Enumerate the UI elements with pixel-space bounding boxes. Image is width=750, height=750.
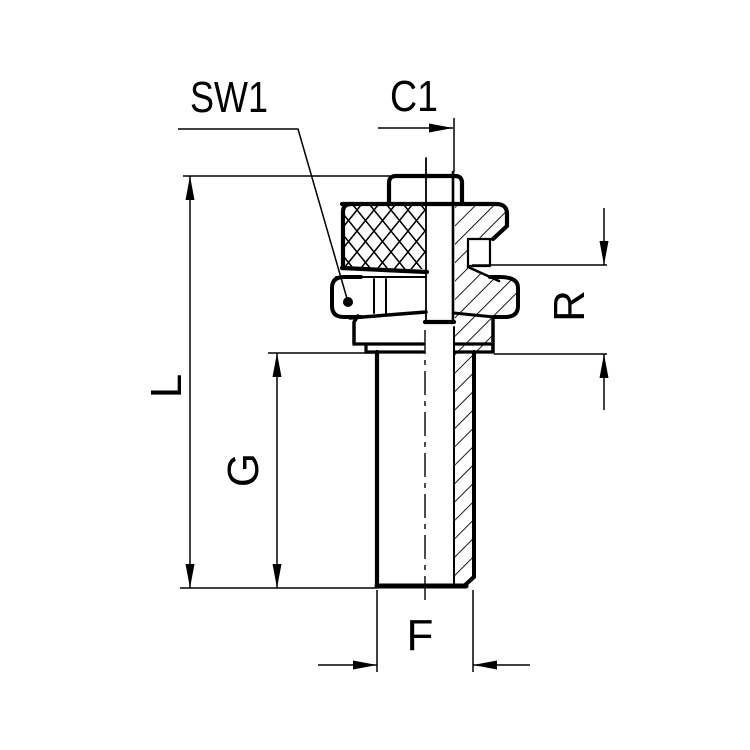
arrow-f-right (353, 660, 377, 670)
knurl-left-edge (340, 201, 354, 271)
dimension-labels: SW1 C1 L G R F (142, 72, 594, 660)
label-l: L (142, 374, 191, 398)
label-sw1: SW1 (190, 73, 268, 122)
label-r: R (545, 290, 594, 322)
hex-bottom-right (452, 311, 496, 319)
arrow-r-down (599, 241, 609, 265)
thread-gap-notch (466, 238, 492, 268)
leader-dot-sw1 (343, 297, 353, 307)
hex-bulge-left (330, 275, 363, 319)
tube-body (426, 157, 453, 322)
nut-inner-edge (466, 237, 495, 268)
arrow-l-down (185, 564, 195, 588)
arrow-r-up (599, 354, 609, 378)
label-f: F (407, 611, 434, 660)
stem-right-edge (462, 350, 476, 588)
arrow-g-up (272, 353, 282, 377)
dimension-lines (178, 118, 607, 672)
arrow-l-up (185, 176, 195, 200)
arrow-f-left (473, 660, 497, 670)
dimension-arrows (185, 123, 609, 670)
label-g: G (219, 453, 268, 487)
body-section-hatch (455, 266, 518, 586)
hex-flat-edges (373, 278, 387, 314)
hex-bottom-left (348, 310, 428, 320)
arrow-c1-right (429, 123, 453, 133)
hex-bulge-right (488, 275, 520, 319)
knurl-pattern (344, 205, 426, 269)
leader-line-sw1 (178, 128, 349, 303)
part-outlines (330, 157, 520, 589)
knurl-bottom-edge (339, 265, 430, 275)
label-c1: C1 (390, 72, 438, 121)
collar-left-edge (352, 314, 360, 346)
arrow-g-down (272, 564, 282, 588)
nut-section-outline (450, 201, 510, 242)
